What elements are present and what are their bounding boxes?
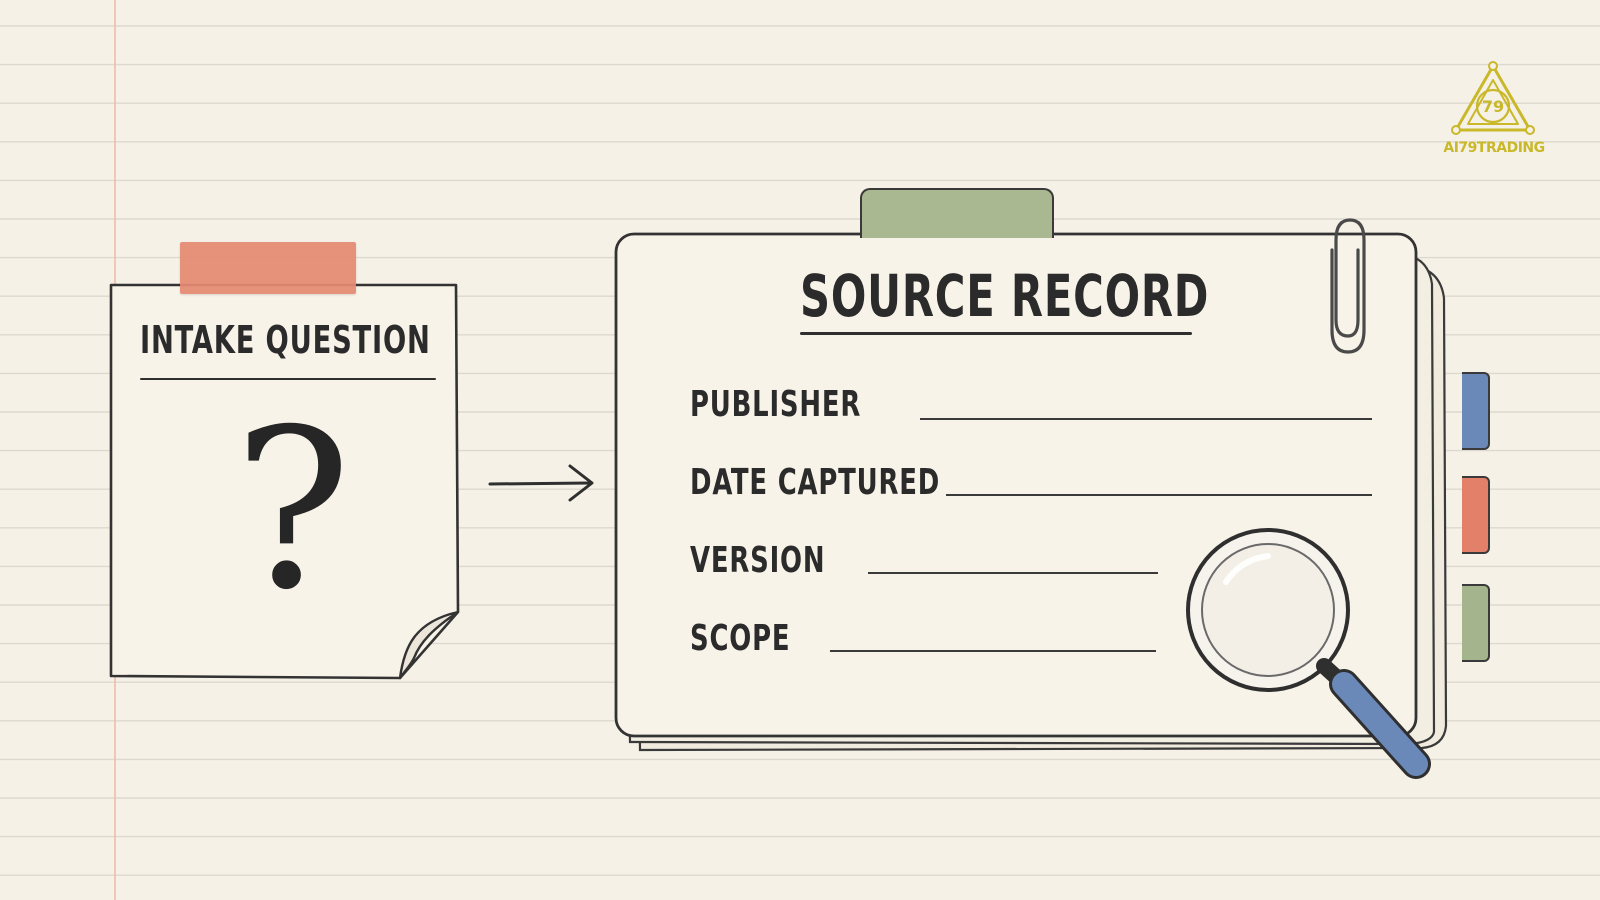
field-label-date-captured: DATE CAPTURED	[690, 462, 941, 503]
logo-icon: 79	[1451, 61, 1535, 135]
field-line-version	[868, 572, 1158, 574]
magnifier-icon	[1186, 528, 1431, 779]
record-title: SOURCE RECORD	[800, 262, 1210, 330]
paperclip-icon	[1330, 218, 1366, 354]
field-line-publisher	[920, 418, 1372, 420]
side-tab-red	[1462, 476, 1490, 554]
field-line-scope	[830, 650, 1156, 652]
field-label-publisher: PUBLISHER	[690, 384, 862, 425]
intake-title: INTAKE QUESTION	[140, 318, 431, 362]
arrow-right-icon	[488, 464, 594, 502]
field-line-date-captured	[946, 494, 1372, 496]
intake-note-card	[109, 283, 460, 680]
logo-text: AI79TRADING	[1443, 140, 1545, 156]
side-tab-blue	[1462, 372, 1490, 450]
page-curl	[398, 610, 460, 680]
intake-tape	[180, 242, 356, 294]
intake-title-underline	[140, 378, 436, 380]
field-label-scope: SCOPE	[690, 618, 791, 659]
question-mark-icon: ?	[233, 382, 353, 638]
record-folder-tab	[860, 188, 1054, 238]
side-tab-green	[1462, 584, 1490, 662]
field-label-version: VERSION	[690, 540, 826, 581]
record-title-underline	[800, 332, 1192, 335]
logo-number: 79	[1482, 97, 1504, 116]
